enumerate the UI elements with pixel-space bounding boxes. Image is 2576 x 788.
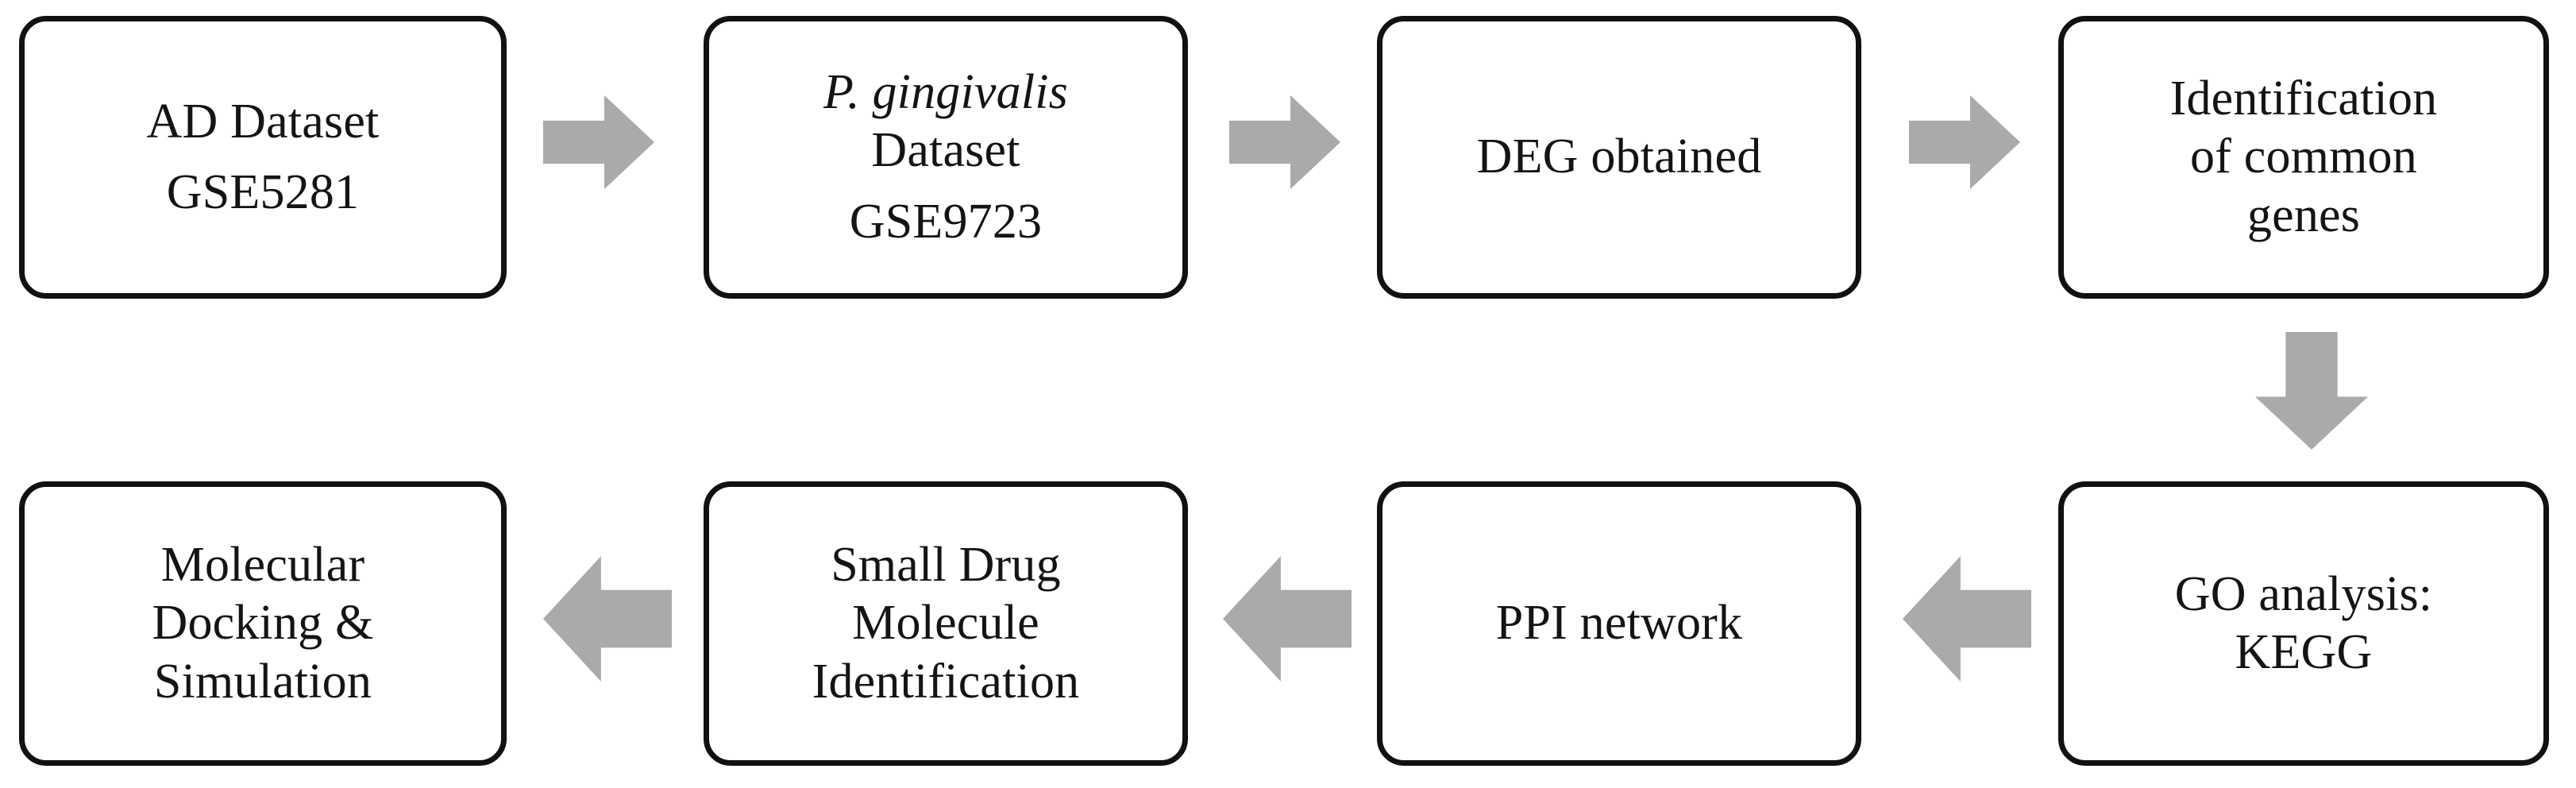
node-line: GSE9723	[849, 194, 1043, 249]
node-line: Docking &	[152, 596, 374, 651]
node-line: of common	[2190, 129, 2417, 184]
arrow-left-icon	[543, 556, 672, 682]
arrow-left-icon	[1223, 556, 1352, 682]
arrow-right-icon	[1909, 95, 2020, 189]
arrow-left-icon	[1903, 556, 2031, 682]
node-line: DEG obtained	[1476, 129, 1762, 184]
node-ppi-network[interactable]: PPI network	[1377, 481, 1861, 766]
node-line-species: P. gingivalis	[823, 65, 1069, 120]
node-line: KEGG	[2235, 625, 2373, 679]
node-line: Molecule	[852, 596, 1039, 651]
node-line: Small Drug	[831, 538, 1061, 593]
node-line: AD Dataset	[146, 94, 380, 149]
node-common-genes[interactable]: Identification of common genes	[2058, 16, 2549, 299]
node-line: Simulation	[153, 654, 372, 709]
node-line: GSE5281	[166, 165, 360, 219]
node-line: genes	[2246, 187, 2361, 242]
node-line: Molecular	[160, 538, 365, 593]
node-ad-dataset[interactable]: AD Dataset GSE5281	[19, 16, 507, 299]
node-molecular-docking[interactable]: Molecular Docking & Simulation	[19, 481, 507, 766]
node-deg-obtained[interactable]: DEG obtained	[1377, 16, 1861, 299]
arrow-right-icon	[543, 95, 654, 189]
node-pg-dataset[interactable]: P. gingivalis Dataset GSE9723	[704, 16, 1188, 299]
node-line: GO analysis:	[2174, 566, 2433, 621]
node-go-kegg[interactable]: GO analysis: KEGG	[2058, 481, 2549, 766]
node-line: Identification	[2169, 71, 2438, 126]
node-line: Dataset	[871, 123, 1020, 178]
node-small-drug-molecule[interactable]: Small Drug Molecule Identification	[704, 481, 1188, 766]
node-line: Identification	[812, 654, 1080, 709]
arrow-down-icon	[2255, 332, 2368, 450]
arrow-right-icon	[1229, 95, 1340, 189]
node-line: PPI network	[1495, 596, 1743, 651]
